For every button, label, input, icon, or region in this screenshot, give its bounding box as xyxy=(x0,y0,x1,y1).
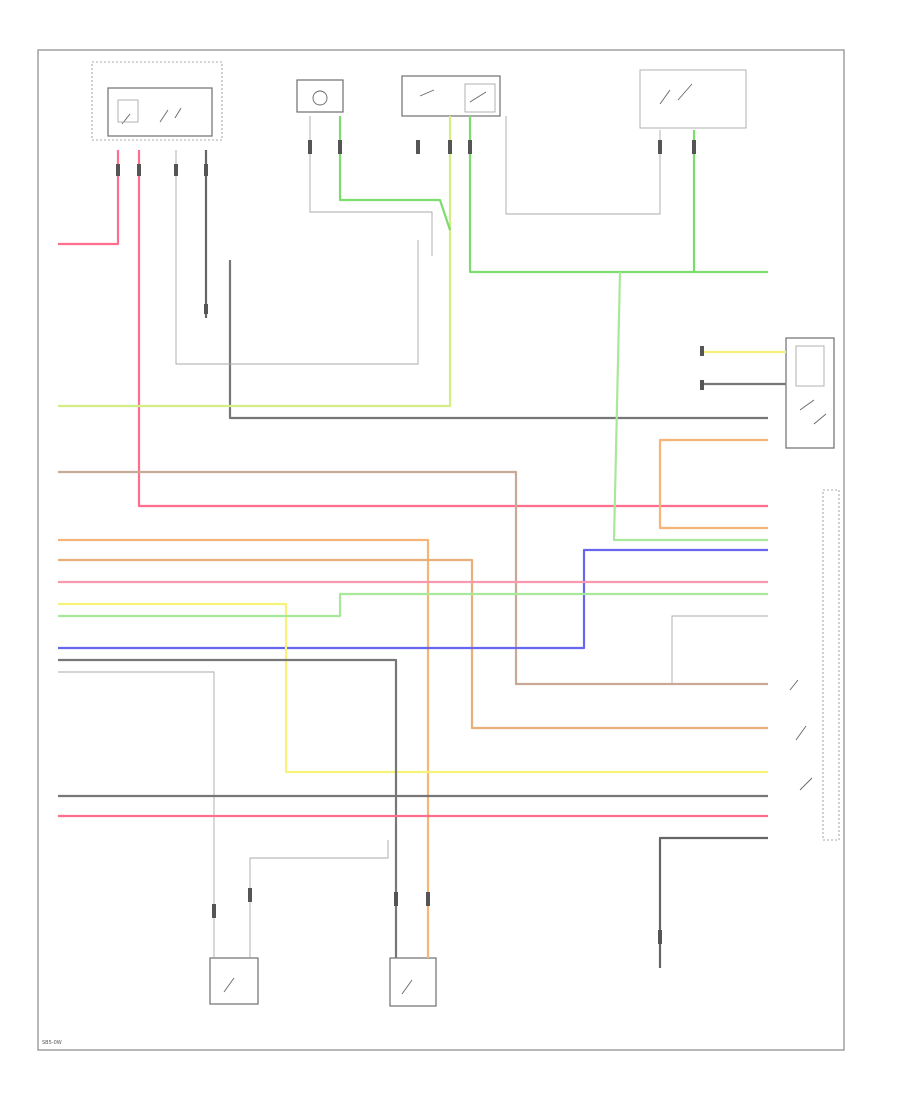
top-center-relay xyxy=(401,75,501,117)
wire-brown-long xyxy=(58,470,768,686)
diagram-frame xyxy=(37,49,845,1051)
wire-thin-right-connector xyxy=(671,615,768,684)
wire-orange-relay xyxy=(658,438,768,530)
wire-orange-brown-row xyxy=(58,558,768,730)
bottom-center-switch xyxy=(389,957,437,1007)
connector-pins xyxy=(116,140,704,944)
wire-yellow-green xyxy=(58,116,452,408)
wire-ground xyxy=(658,836,768,968)
diagram-footer-code: SB5-0W xyxy=(42,1040,62,1046)
wire-green-row xyxy=(58,592,768,618)
top-left-switch-assembly xyxy=(91,61,223,141)
wire-gray-ground-top xyxy=(505,116,661,215)
wire-red-main xyxy=(137,150,768,508)
wire-green-top xyxy=(338,116,452,231)
right-relay xyxy=(785,337,835,449)
wire-thin-bottom-left xyxy=(58,671,389,958)
wire-orange-left xyxy=(58,538,430,958)
bottom-left-switch xyxy=(209,957,259,1005)
wire-gray-relay xyxy=(228,260,768,420)
wire-red-left-feed xyxy=(58,150,120,246)
wire-blue xyxy=(58,548,768,650)
top-right-switch xyxy=(639,69,747,129)
right-connector-stack xyxy=(789,489,840,841)
wire-yellow xyxy=(58,602,768,774)
wire-green-right xyxy=(468,116,768,274)
top-center-lamp xyxy=(296,79,344,113)
wire-thin-center xyxy=(175,116,433,365)
wire-gray-bottom xyxy=(58,658,398,958)
wire-green-connector xyxy=(612,271,768,542)
